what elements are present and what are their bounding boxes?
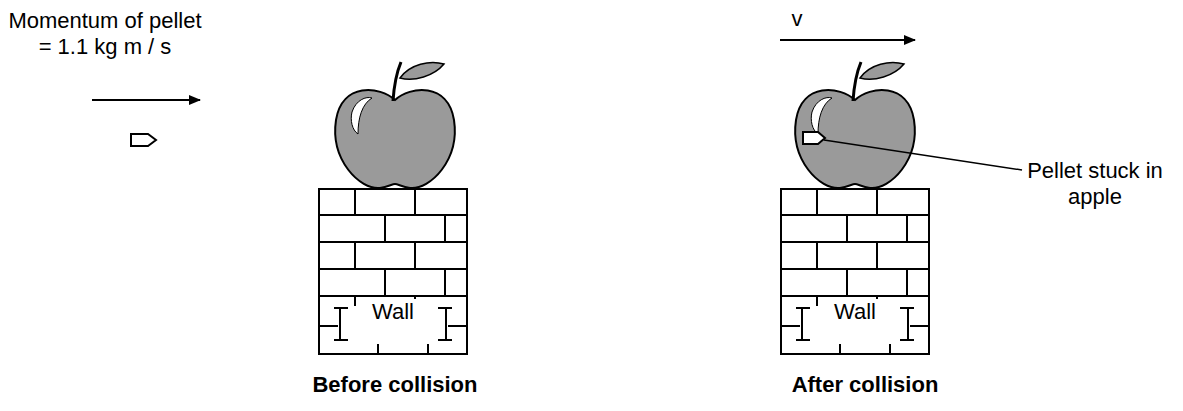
leader-line [824, 140, 1022, 170]
panel-caption: After collision [740, 372, 990, 398]
wall-label-row: Wall [318, 300, 468, 324]
annotation-label: v [782, 6, 812, 32]
pellet [131, 134, 156, 146]
momentum-arrow [92, 99, 200, 101]
apple [335, 62, 455, 188]
annotation-label: Pellet stuck in apple [1020, 158, 1170, 210]
brick-wall [780, 188, 930, 355]
velocity-arrow [780, 39, 915, 41]
wall-box: Wall [318, 188, 468, 355]
apple [795, 62, 915, 188]
wall-label-row: Wall [780, 300, 930, 324]
wall-box: Wall [780, 188, 930, 355]
panel-caption: Before collision [270, 372, 520, 398]
pellet [803, 132, 825, 144]
annotation-label: Momentum of pellet = 1.1 kg m / s [0, 8, 210, 60]
brick-wall [318, 188, 468, 355]
wall-label: Wall [831, 299, 879, 324]
wall-label: Wall [369, 299, 417, 324]
